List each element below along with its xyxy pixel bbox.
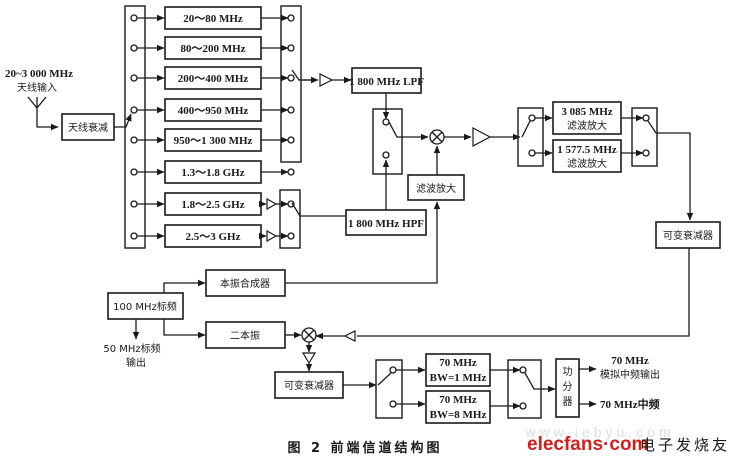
output-switch-bank-lower (279, 189, 301, 249)
analog-if-output-freq: 70 MHz (611, 355, 649, 367)
if2-filter-freq: 70 MHz (439, 357, 477, 369)
switch-contact (528, 149, 536, 157)
analog-if-output-desc: 模拟中频输出 (600, 368, 660, 381)
if2-filter-bw: BW=8 MHz (430, 409, 487, 421)
ref-out-label-2: 输出 (126, 356, 146, 369)
switch-contact (130, 44, 138, 52)
watermark-cn: 电子发烧友 (640, 436, 730, 454)
variable-attenuator-2-label: 可变衰减器 (284, 379, 334, 392)
antenna-icon (27, 96, 58, 127)
switch-contact (382, 118, 390, 126)
if1-select-switch (517, 107, 544, 167)
amplifier-icon (472, 127, 492, 147)
watermark-faint-url: www.iebyu.com (524, 424, 674, 440)
mixer-2-icon (301, 327, 317, 343)
variable-attenuator-2-block (274, 371, 344, 399)
switch-contact (389, 400, 397, 408)
band-filter-label: 200～400 MHz (178, 73, 249, 85)
if2-filter-bw1-block (425, 353, 491, 387)
if1-filter-desc: 滤波放大 (567, 119, 607, 132)
if1-filter-freq: 3 085 MHz (561, 106, 612, 118)
switch-contact (642, 114, 650, 122)
amplifier-icon (266, 197, 278, 211)
band-filter-label: 80～200 MHz (180, 43, 245, 55)
switch-contact (130, 74, 138, 82)
if1-filter-desc: 滤波放大 (567, 157, 607, 170)
ref-out-label-1: 50 MHz标频 (103, 342, 160, 355)
switch-contact (130, 106, 138, 114)
figure-caption: 图 2 前端信道结构图 (287, 440, 442, 456)
ref-osc-100mhz-block (107, 292, 184, 320)
if2-select-switch (375, 359, 403, 419)
lpf-1800-block (351, 67, 422, 94)
splitter-char: 功 (563, 366, 573, 378)
switch-contact (287, 74, 295, 82)
if1-output-switch (631, 107, 658, 167)
amplifier-icon (343, 330, 356, 342)
band-filter-label: 20～80 MHz (183, 13, 243, 25)
antenna-attenuator-block (61, 113, 115, 141)
amplifier-icon (266, 229, 278, 243)
switch-contact (519, 402, 527, 410)
switch-contact (382, 151, 390, 159)
variable-attenuator-1-label: 可变衰减器 (663, 229, 713, 242)
switch-contact (130, 232, 138, 240)
watermark-brand: elecfans·com (527, 434, 648, 455)
lpf-hpf-select-switch (372, 108, 403, 175)
lo-filter-amp-label: 滤波放大 (416, 182, 456, 195)
amplifier-icon (319, 73, 334, 87)
switch-contact (287, 14, 295, 22)
mixer-1-icon (429, 129, 445, 145)
splitter-char: 器 (563, 396, 573, 408)
band-filter-label: 950～1 300 MHz (174, 135, 253, 147)
lo-synthesizer-block (205, 269, 286, 297)
switch-contact (287, 200, 295, 208)
switch-contact (287, 106, 295, 114)
output-switch-bank-upper (280, 5, 302, 163)
power-splitter-block (555, 358, 580, 418)
input-switch-bank (124, 5, 146, 249)
if2-filter-freq: 70 MHz (439, 394, 477, 406)
if2-filter-bw: BW=1 MHz (430, 372, 487, 384)
band-filter-label: 2.5～3 GHz (186, 231, 241, 243)
switch-contact (130, 14, 138, 22)
if-output-label: 70 MHz中频 (600, 397, 660, 411)
antenna-input-label: 天线输入 (17, 81, 57, 94)
switch-contact (519, 366, 527, 374)
second-lo-label: 二本振 (230, 329, 260, 342)
antenna-attenuator-label: 天线衰减 (68, 121, 108, 134)
band-filter-label: 400～950 MHz (178, 105, 249, 117)
switch-contact (528, 114, 536, 122)
band-filter-label: 1.8～2.5 GHz (181, 199, 244, 211)
variable-attenuator-1-block (655, 221, 721, 249)
splitter-char: 分 (563, 381, 573, 393)
band-filter-label: 1.3～1.8 GHz (181, 167, 244, 179)
switch-contact (287, 168, 295, 176)
if1-filter-freq: 1 577.5 MHz (557, 144, 617, 156)
switch-contact (287, 136, 295, 144)
switch-contact (642, 149, 650, 157)
ref-osc-label: 100 MHz标频 (113, 300, 177, 313)
lo-synthesizer-label: 本振合成器 (220, 277, 270, 290)
if1-filter-1577-block (552, 139, 622, 173)
switch-contact (287, 232, 295, 240)
antenna-freq-label: 20~3 000 MHz (5, 68, 73, 80)
if2-filter-bw8-block (425, 390, 491, 424)
switch-contact (130, 200, 138, 208)
lo-filter-amp-block (407, 174, 465, 201)
switch-contact (287, 44, 295, 52)
switch-contact (130, 168, 138, 176)
hpf-1800-block (345, 209, 427, 236)
hpf-label: 1 800 MHz HPF (348, 218, 424, 230)
lpf-label: 1 800 MHz LPF (349, 76, 424, 88)
switch-contact (130, 136, 138, 144)
amplifier-icon (301, 352, 317, 365)
switch-contact (389, 366, 397, 374)
